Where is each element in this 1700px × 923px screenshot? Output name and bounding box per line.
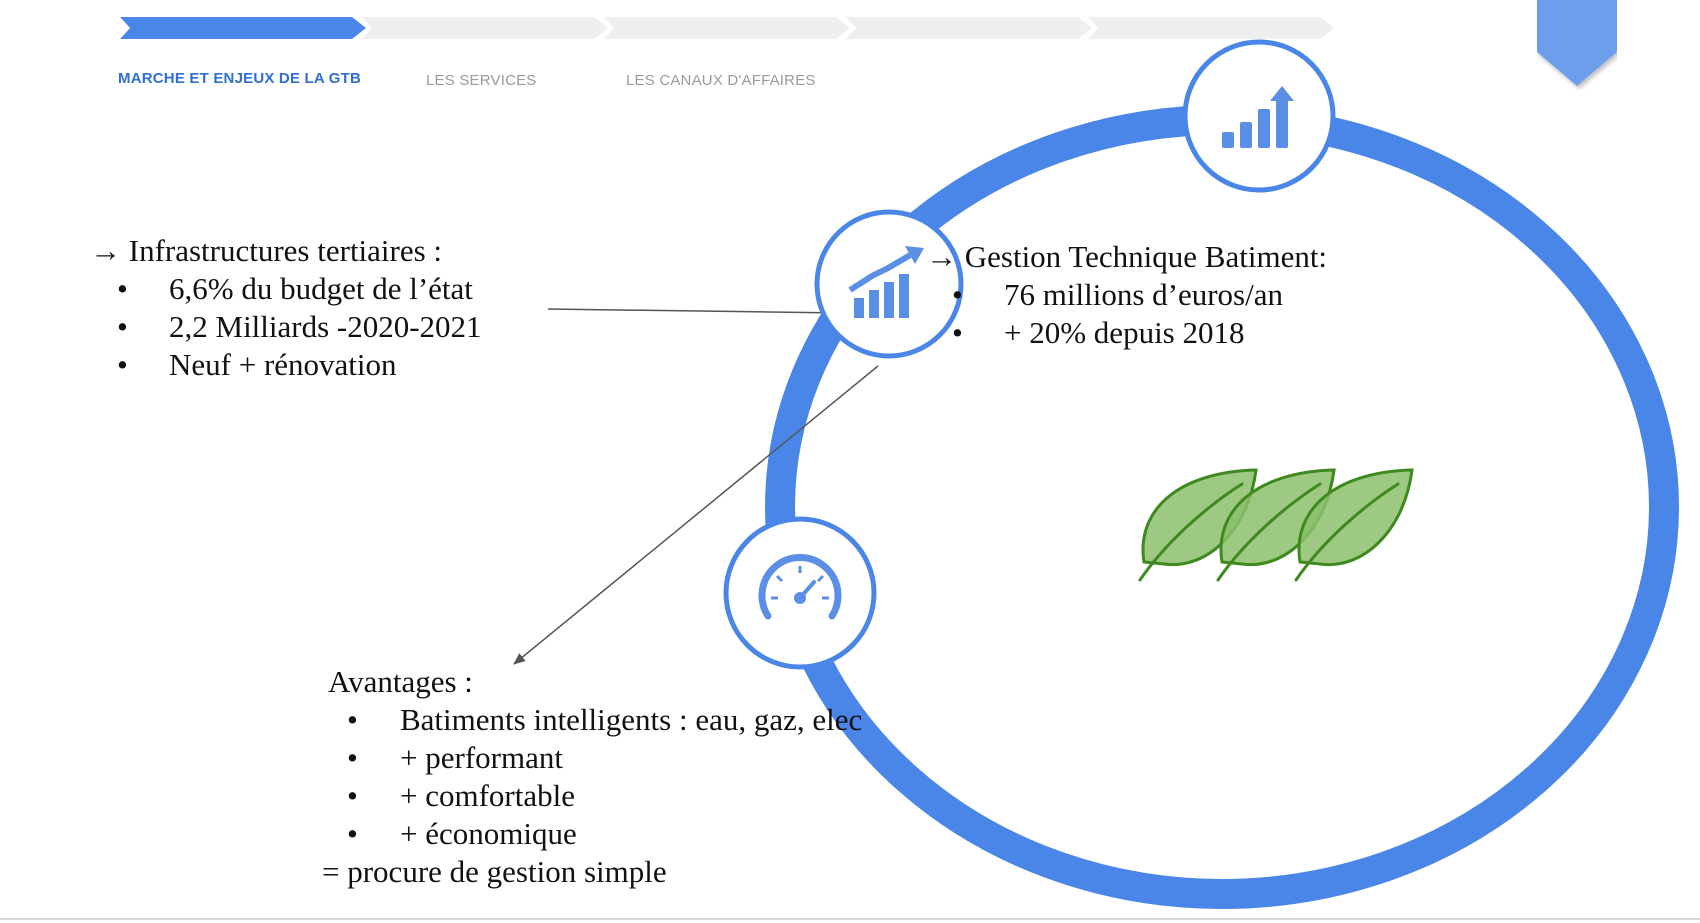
bottom-divider bbox=[0, 918, 1700, 920]
avantages-conclusion: = procure de gestion simple bbox=[322, 854, 667, 889]
step-label-services[interactable]: LES SERVICES bbox=[426, 72, 537, 89]
avantages-item: • + économique bbox=[347, 816, 577, 851]
step-label-marche[interactable]: MARCHE ET ENJEUX DE LA GTB bbox=[118, 70, 361, 87]
growth-chart-icon bbox=[814, 209, 964, 359]
infra-heading: → Infrastructures tertiaires : bbox=[90, 233, 443, 268]
step-chevron-4[interactable] bbox=[846, 17, 1092, 39]
step-chevron-2[interactable] bbox=[362, 17, 608, 39]
step-chevron-3[interactable] bbox=[604, 17, 850, 39]
gtb-item: • 76 millions d’euros/an bbox=[952, 277, 1283, 312]
arrow-to-growth-icon bbox=[547, 307, 843, 318]
infra-item: • Neuf + rénovation bbox=[117, 347, 397, 382]
arrow-to-avantages bbox=[513, 365, 879, 665]
infra-item: • 6,6% du budget de l’état bbox=[117, 271, 473, 306]
gtb-text-block: → Gestion Technique Batiment: • 76 milli… bbox=[926, 238, 1327, 352]
infra-text-block: → Infrastructures tertiaires : • 6,6% du… bbox=[90, 232, 482, 384]
infra-item: • 2,2 Milliards -2020-2021 bbox=[117, 309, 482, 344]
step-label-canaux[interactable]: LES CANAUX D'AFFAIRES bbox=[626, 72, 816, 89]
step-chevron-1[interactable] bbox=[120, 17, 366, 39]
avantages-heading: Avantages : bbox=[328, 664, 473, 699]
avantages-text-block: Avantages : • Batiments intelligents : e… bbox=[322, 663, 863, 891]
bar-chart-arrow-icon bbox=[1182, 39, 1336, 193]
avantages-item: • + performant bbox=[347, 740, 563, 775]
speedometer-icon bbox=[723, 516, 877, 670]
avantages-item: • Batiments intelligents : eau, gaz, ele… bbox=[347, 702, 863, 737]
bookmark-ribbon-icon bbox=[1537, 0, 1617, 86]
gtb-item: • + 20% depuis 2018 bbox=[952, 315, 1245, 350]
avantages-item: • + comfortable bbox=[347, 778, 575, 813]
gtb-heading: → Gestion Technique Batiment: bbox=[926, 239, 1328, 274]
step-chevron-5[interactable] bbox=[1088, 17, 1334, 39]
eco-leaves-icon bbox=[1138, 468, 1414, 582]
